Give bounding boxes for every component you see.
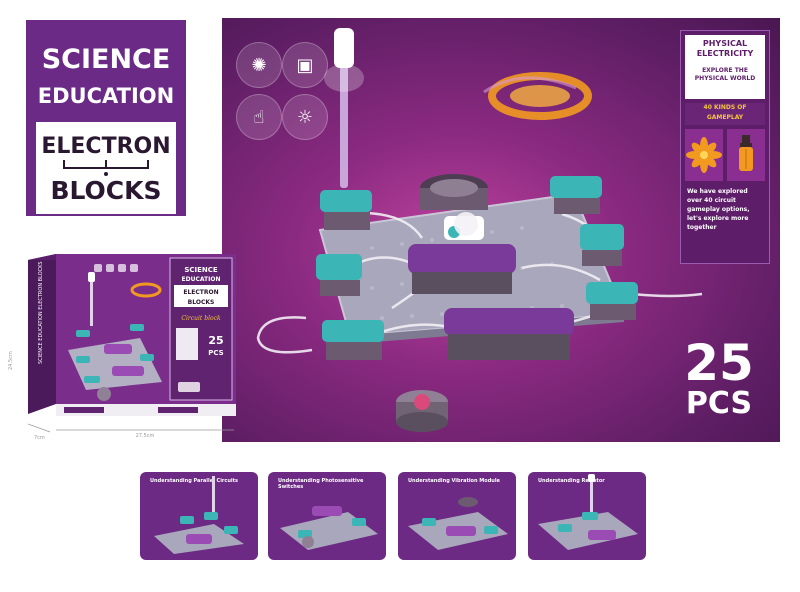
- bulb-feature-icon: ☼: [282, 94, 328, 140]
- lesson-card-resistor: Understanding Resistor: [528, 472, 646, 560]
- box-height-dimension: 24.5cm: [8, 351, 14, 370]
- info-description: We have explored over 40 circuit gamepla…: [687, 188, 750, 231]
- lesson-caption: Understanding Photosensitive Switches: [278, 478, 364, 490]
- box-title-education: EDUCATION: [182, 276, 221, 283]
- gameplay-label: 40 KINDS OF GAMEPLAY: [685, 103, 765, 125]
- box-side-label: SCIENCE EDUCATION ELECTRON BLOCKS: [38, 261, 44, 364]
- info-title-box: PHYSICAL ELECTRICITY EXPLORE THE PHYSICA…: [685, 35, 765, 99]
- hero-product-image: ✺ ▣ ☝ ☼: [222, 18, 780, 442]
- box-piece-unit: PCS: [208, 349, 223, 357]
- module-feature-icon: ▣: [282, 42, 328, 88]
- info-subtitle: EXPLORE THE PHYSICAL WORLD: [694, 67, 756, 82]
- product-box: SCIENCE EDUCATION ELECTRON BLOCKS SCIE: [21, 254, 236, 441]
- hand-feature-icon: ☝: [236, 94, 282, 140]
- title-panel: SCIENCE EDUCATION ELECTRON BLOCKS: [26, 20, 186, 216]
- box-height-dimension-wrap: 24.5cm: [8, 300, 20, 380]
- box-title-blocks: BLOCKS: [188, 299, 215, 306]
- info-panel: PHYSICAL ELECTRICITY EXPLORE THE PHYSICA…: [680, 30, 770, 264]
- lesson-card-photosensitive-switches: Understanding Photosensitive Switches: [268, 472, 386, 560]
- lesson-illustration: [408, 497, 508, 550]
- lesson-illustration: [538, 474, 638, 550]
- piece-count-badge: 25 PCS: [664, 338, 774, 420]
- lesson-caption: Understanding Parallel Circuits: [150, 478, 238, 484]
- lesson-caption: Understanding Resistor: [538, 478, 605, 484]
- piece-count: 25: [684, 334, 754, 392]
- circuit-feature-icon: ✺: [236, 42, 282, 88]
- box-script-label: Circuit block: [181, 315, 221, 322]
- product-box-illustration: SCIENCE EDUCATION ELECTRON BLOCKS SCIE: [21, 254, 236, 441]
- lesson-card-vibration-module: Understanding Vibration Module: [398, 472, 516, 560]
- box-piece-count: 25: [208, 334, 223, 347]
- lesson-caption: Understanding Vibration Module: [408, 478, 500, 484]
- flower-thumbnail: [685, 129, 723, 181]
- info-title-electricity: ELECTRICITY: [696, 49, 754, 58]
- piece-unit: PCS: [685, 386, 753, 421]
- flower-icon: [686, 137, 722, 173]
- title-education: EDUCATION: [37, 84, 175, 108]
- title-blocks: BLOCKS: [50, 176, 162, 205]
- light-bulb-icon: [739, 135, 753, 171]
- circuit-board-illustration: [256, 28, 703, 432]
- info-title-physical: PHYSICAL: [702, 39, 748, 48]
- box-title-science: SCIENCE: [184, 266, 218, 274]
- lesson-card-parallel-circuits: Understanding Parallel Circuits: [140, 472, 258, 560]
- circuit-line-icon: [63, 160, 149, 176]
- bulb-thumbnail: [727, 129, 765, 181]
- title-electron: ELECTRON: [41, 134, 171, 159]
- title-science: SCIENCE: [41, 44, 171, 75]
- box-width-dimension: 27.5cm: [136, 433, 155, 439]
- lesson-illustration: [280, 506, 378, 550]
- box-title-electron: ELECTRON: [183, 289, 218, 296]
- lesson-illustration: [154, 476, 244, 554]
- info-thumbnails: [685, 129, 765, 181]
- box-depth-dimension: 7cm: [34, 435, 45, 440]
